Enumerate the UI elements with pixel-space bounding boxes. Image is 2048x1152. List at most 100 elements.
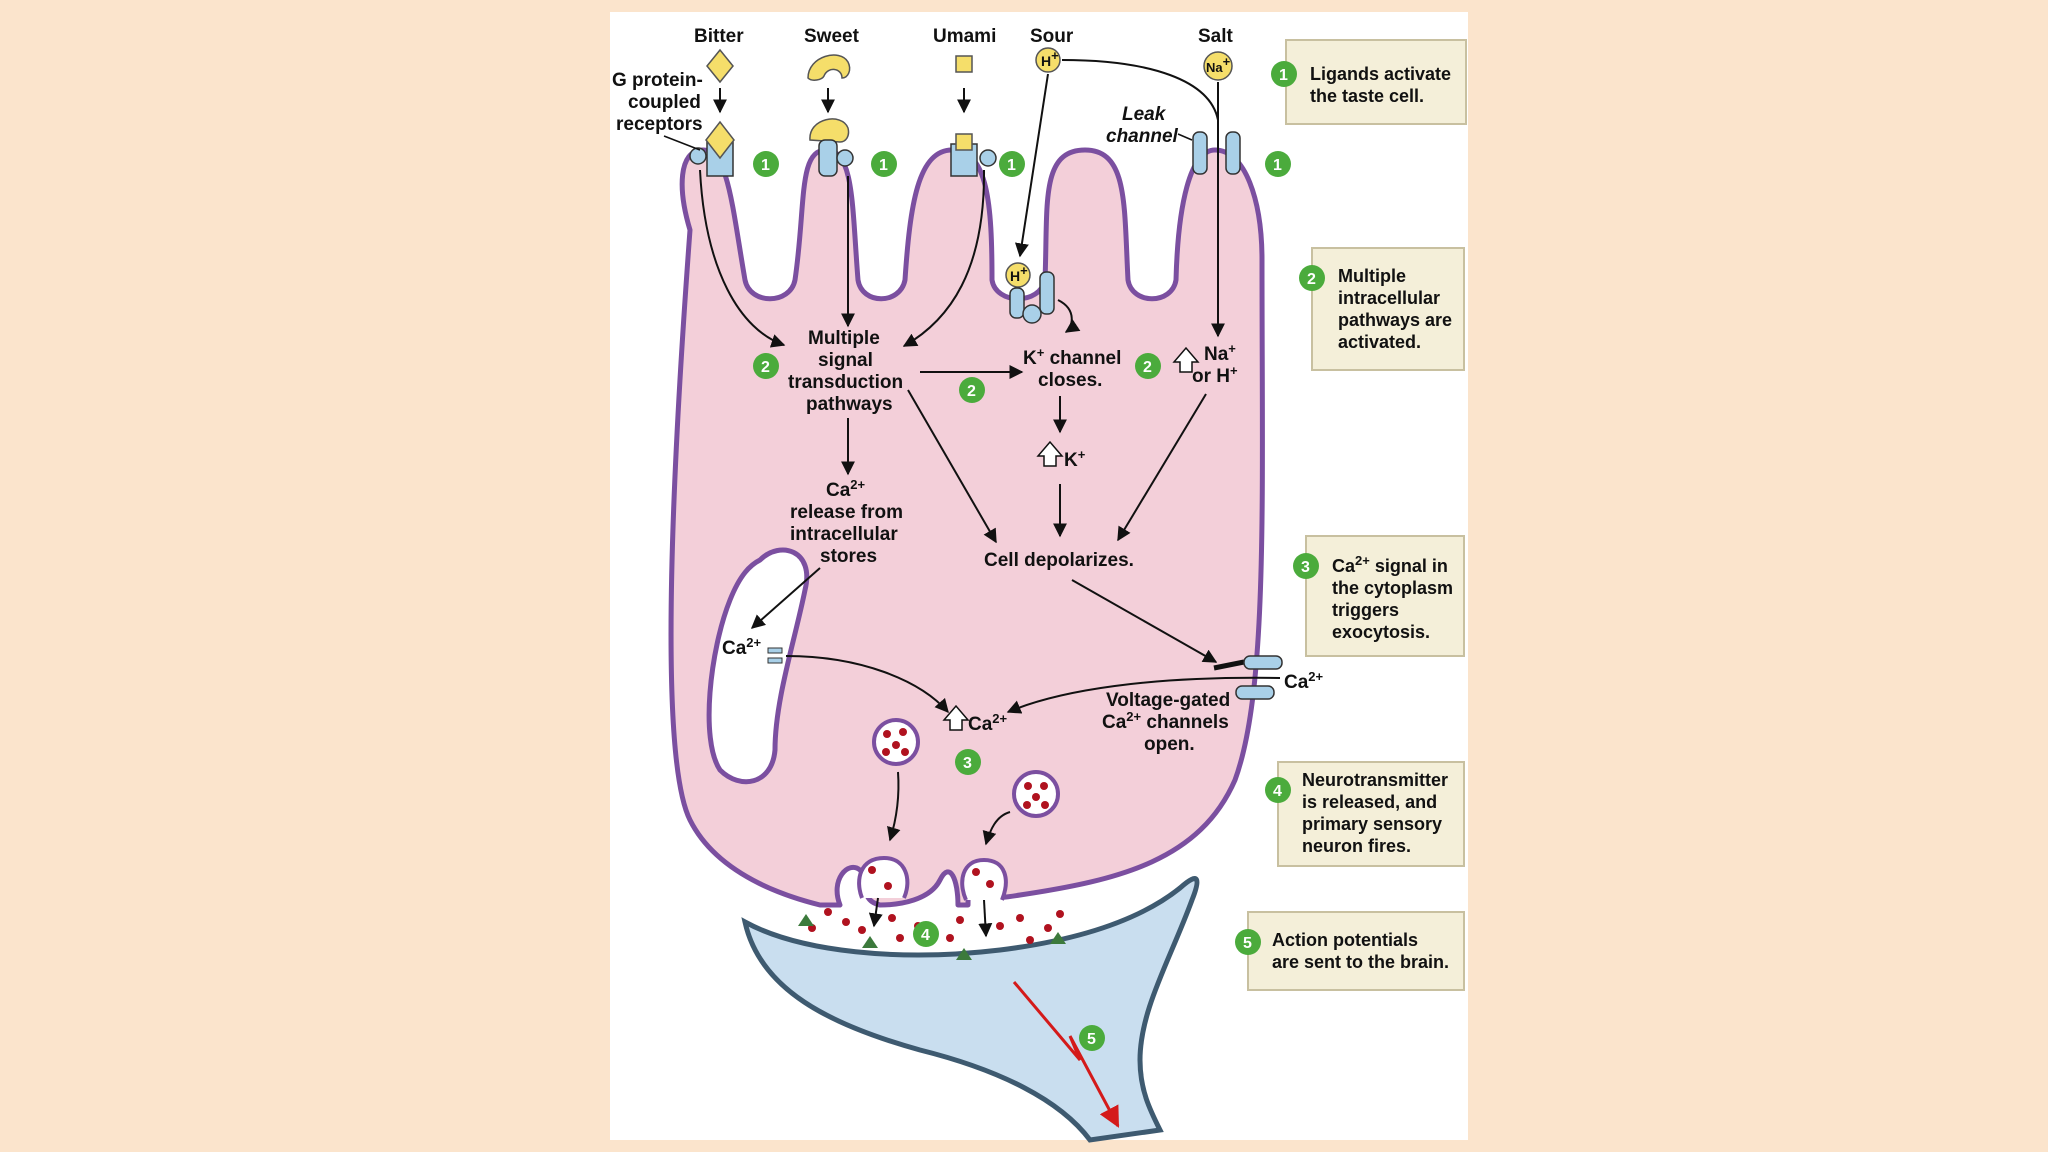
- label-k-increase: K+: [1064, 447, 1086, 471]
- svg-text:activated.: activated.: [1338, 332, 1421, 352]
- svg-text:5: 5: [1243, 935, 1252, 952]
- svg-text:is released, and: is released, and: [1302, 792, 1437, 812]
- svg-text:Ca2+ channels: Ca2+ channels: [1102, 709, 1229, 733]
- label-multiple-pathways: Multiple signal transduction pathways: [788, 328, 903, 415]
- label-sweet: Sweet: [804, 26, 860, 47]
- badge-2-right: 2: [1135, 353, 1161, 379]
- step-caption-4: 4 Neurotransmitter is released, and prim…: [1265, 761, 1465, 867]
- umami-ligand-bound: [955, 133, 973, 151]
- postsynaptic-receptors: [798, 914, 1066, 960]
- svg-text:2: 2: [761, 359, 770, 376]
- sour-h-ion: [1035, 47, 1061, 73]
- svg-text:H+: H+: [1010, 263, 1028, 284]
- badge-1-sweet: 1: [871, 151, 897, 177]
- label-k-channel: K+ channel closes.: [1023, 345, 1121, 391]
- voltage-gated-channel-bottom: [1235, 685, 1275, 700]
- svg-text:G protein-: G protein-: [612, 70, 703, 91]
- svg-text:K+ channel: K+ channel: [1023, 345, 1121, 369]
- svg-text:closes.: closes.: [1038, 370, 1102, 391]
- svg-text:Ca2+: Ca2+: [826, 477, 866, 501]
- svg-text:1: 1: [879, 157, 888, 174]
- k-channel: [1009, 287, 1025, 319]
- svg-text:4: 4: [921, 927, 930, 944]
- up-arrow-k: [1036, 440, 1064, 467]
- label-leak-channel: Leak channel: [1106, 104, 1179, 147]
- voltage-gated-channel-top: [1243, 655, 1283, 670]
- up-arrow-ca: [942, 704, 970, 731]
- step-caption-3: 3 Ca2+ signal in the cytoplasm triggers …: [1293, 535, 1465, 657]
- svg-text:Ca2+ signal in: Ca2+ signal in: [1332, 553, 1448, 576]
- sweet-ligand-bound: [809, 118, 850, 143]
- svg-text:2: 2: [1143, 359, 1152, 376]
- svg-text:or H+: or H+: [1192, 363, 1238, 387]
- step-caption-5: 5 Action potentials are sent to the brai…: [1235, 911, 1465, 991]
- svg-text:Na+: Na+: [1204, 341, 1236, 365]
- label-bitter: Bitter: [694, 26, 744, 47]
- badge-3: 3: [955, 749, 981, 775]
- svg-text:stores: stores: [820, 546, 877, 567]
- badge-1-umami: 1: [999, 151, 1025, 177]
- svg-text:receptors: receptors: [616, 114, 703, 135]
- salt-na-ion: [1203, 51, 1233, 81]
- er-ca-channel: [767, 647, 783, 654]
- label-cell-depolarizes: Cell depolarizes.: [984, 550, 1134, 571]
- exocytosis-sites: [857, 855, 1008, 901]
- badge-2-left: 2: [753, 353, 779, 379]
- sensory-neuron: [741, 876, 1200, 1143]
- step-caption-1: 1 Ligands activate the taste cell.: [1271, 39, 1467, 125]
- label-voltage-gated: Voltage-gated Ca2+ channels open.: [1102, 690, 1230, 755]
- action-potential: [1012, 981, 1120, 1128]
- svg-text:coupled: coupled: [628, 92, 701, 113]
- label-sour: Sour: [1030, 26, 1074, 47]
- badge-2-middle: 2: [959, 377, 985, 403]
- svg-text:exocytosis.: exocytosis.: [1332, 622, 1430, 642]
- up-arrow-na: [1172, 346, 1200, 373]
- svg-text:Neurotransmitter: Neurotransmitter: [1302, 770, 1448, 790]
- svg-text:pathways are: pathways are: [1338, 310, 1452, 330]
- svg-text:2: 2: [1307, 271, 1316, 288]
- sour-h-ion-inside: [1005, 262, 1031, 288]
- vesicle-2: [1012, 770, 1060, 818]
- leak-channel-right: [1225, 131, 1241, 175]
- label-ca-increase: Ca2+: [968, 711, 1008, 735]
- svg-text:primary sensory: primary sensory: [1302, 814, 1442, 834]
- svg-text:open.: open.: [1144, 734, 1195, 755]
- svg-text:H+: H+: [1041, 48, 1059, 69]
- label-salt: Salt: [1198, 26, 1234, 47]
- label-ca-er: Ca2+: [722, 635, 762, 659]
- svg-text:1: 1: [1279, 67, 1288, 84]
- er-ca-channel-2: [767, 657, 783, 664]
- badge-1-salt: 1: [1265, 151, 1291, 177]
- svg-text:intracellular: intracellular: [1338, 288, 1440, 308]
- step-caption-2: 2 Multiple intracellular pathways are ac…: [1299, 247, 1465, 371]
- svg-text:channel: channel: [1106, 126, 1179, 147]
- svg-text:Na+: Na+: [1206, 54, 1231, 75]
- svg-text:the cytoplasm: the cytoplasm: [1332, 578, 1453, 598]
- umami-ligand: [955, 55, 973, 73]
- badge-5: 5: [1079, 1025, 1105, 1051]
- svg-text:Ligands activate: Ligands activate: [1310, 64, 1451, 84]
- svg-text:the taste cell.: the taste cell.: [1310, 86, 1424, 106]
- label-ca-outside: Ca2+: [1284, 669, 1324, 693]
- taste-cell: [668, 147, 1265, 908]
- svg-text:intracellular: intracellular: [790, 524, 898, 545]
- vesicle-1: [872, 718, 920, 766]
- svg-text:release from: release from: [790, 502, 903, 523]
- bitter-ligand: [706, 48, 734, 84]
- badge-1-bitter: 1: [753, 151, 779, 177]
- svg-text:pathways: pathways: [806, 394, 893, 415]
- svg-text:3: 3: [963, 755, 972, 772]
- svg-text:transduction: transduction: [788, 372, 903, 393]
- svg-text:Multiple: Multiple: [1338, 266, 1406, 286]
- label-na-or-h: Na+ or H+: [1192, 341, 1238, 387]
- svg-text:are sent to the brain.: are sent to the brain.: [1272, 952, 1449, 972]
- svg-text:1: 1: [1007, 157, 1016, 174]
- svg-text:4: 4: [1273, 783, 1282, 800]
- svg-text:1: 1: [761, 157, 770, 174]
- sweet-ligand: [807, 54, 851, 81]
- label-gpcr: G protein- coupled receptors: [612, 70, 703, 135]
- badge-4: 4: [913, 921, 939, 947]
- sweet-receptor: [818, 139, 838, 177]
- bitter-ligand-bound: [705, 120, 735, 160]
